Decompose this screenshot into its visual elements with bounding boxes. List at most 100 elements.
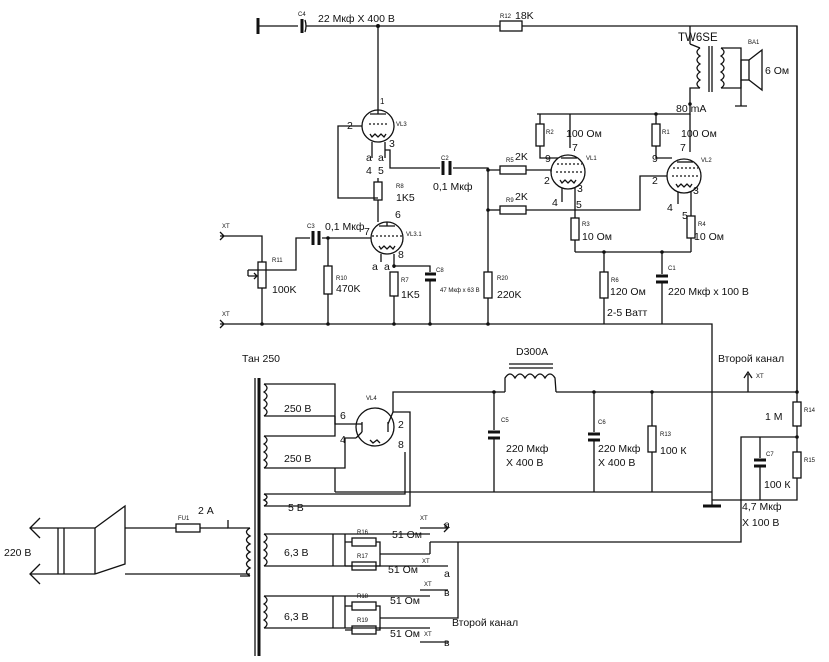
heater-xt-4: XT — [424, 632, 432, 638]
resistor-r4: R4 10 Ом — [686, 204, 724, 252]
top-rail: C4 22 Мкф Х 400 В R12 18K — [256, 10, 798, 392]
c6-value: 220 Мкф — [598, 443, 641, 455]
c7-ref: C7 — [766, 452, 774, 458]
second-channel-b-plus: Второй канал XT — [718, 353, 784, 392]
r11-value: 100K — [272, 284, 297, 296]
r2-value: 100 Ом — [566, 128, 602, 140]
c8-ref: C8 — [436, 268, 444, 274]
c8-value: 47 Мкф x 63 В — [440, 288, 480, 294]
vl2-pin-7: 7 — [680, 142, 686, 154]
r9-value: 2K — [515, 191, 528, 203]
r6-value: 120 Ом — [610, 286, 646, 298]
r19-ref: R19 — [357, 618, 369, 624]
secondary-windings: 250 В 250 В 5 В 6,3 В 6,3 В — [262, 383, 311, 629]
winding-5v: 5 В — [288, 502, 304, 514]
r12-ref: R12 — [500, 14, 512, 20]
output-transformer-label: TW6SE — [678, 32, 718, 44]
vl2-label: VL2 — [701, 158, 712, 164]
r6-ref: R6 — [611, 278, 619, 284]
power-transformer-label: Тан 250 — [242, 353, 280, 365]
r4-ref: R4 — [698, 222, 706, 228]
speaker-value: 6 Ом — [765, 65, 789, 77]
c2-value: 0,1 Мкф — [433, 181, 473, 193]
c6-voltage: Х 400 В — [598, 457, 635, 469]
tube-vl3-upper: 1 2 3 а а 4 5 VL3 — [347, 97, 407, 177]
vl2-pin-3: 3 — [693, 185, 699, 197]
c1-value: 220 Мкф х 100 В — [668, 286, 749, 298]
second-channel-xt: XT — [756, 374, 764, 380]
resistor-r8: R8 1K5 6 — [373, 178, 415, 222]
r14-value: 1 М — [765, 411, 783, 423]
c2-output-wire — [453, 167, 500, 171]
mains-plug: 220 В — [4, 504, 126, 585]
vl3-heater-a2: а — [378, 152, 384, 164]
cathode-r7-c8: R7 1K5 C8 47 Мкф x 63 В — [389, 262, 480, 324]
capacitor-c2 — [441, 161, 452, 175]
vl4-pin-2: 2 — [398, 419, 404, 431]
vl1-pin-5: 5 — [576, 199, 582, 211]
c1-ref: C1 — [668, 266, 676, 272]
second-channel-label-bottom: Второй канал — [452, 617, 518, 629]
heater-out-v-1: в — [444, 587, 450, 599]
r4-value: 10 Ом — [694, 231, 724, 243]
resistor-r1: R1 — [651, 114, 672, 159]
r16-ref: R16 — [357, 530, 369, 536]
heater-bias-wire — [430, 436, 797, 543]
vl2-pin-9: 9 — [652, 153, 658, 165]
resistor-r3: R3 10 Ом — [570, 202, 612, 252]
input-xt-top: XT — [222, 224, 230, 230]
vl4-label: VL4 — [366, 396, 377, 402]
hv-wire-1 — [264, 383, 355, 425]
r15-ref: R15 — [804, 458, 816, 464]
c3-value: 0,1 Мкф — [325, 221, 365, 233]
heater-out-a-2: а — [444, 568, 450, 580]
c6-ref: C6 — [598, 420, 606, 426]
vl31-pin-8: 8 — [398, 249, 404, 261]
capacitor-c7: C7 4,7 Мкф Х 100 В — [742, 437, 782, 529]
c4-value: 22 Мкф Х 400 В — [318, 13, 395, 25]
vl4-pin-6: 6 — [340, 410, 346, 422]
resistor-r5: R5 2K — [499, 151, 552, 175]
filament-5v-wire-2 — [264, 411, 411, 507]
heater-xt-1: XT — [420, 516, 428, 522]
vl1-pin-2: 2 — [544, 175, 550, 187]
r7-value: 1K5 — [401, 289, 420, 301]
resistor-r9: R9 2K — [488, 175, 667, 215]
plate-current: 80 mA — [676, 103, 706, 115]
vl2-pin-5: 5 — [682, 210, 688, 222]
heater-circuit-1: R16 51 Ом R17 51 Ом а XT а XT — [264, 516, 450, 580]
tube-vl2: 9 7 2 3 4 5 VL2 — [652, 142, 712, 222]
r2-ref: R2 — [546, 130, 554, 136]
heater-out-v-2: в — [444, 637, 450, 649]
winding-6v3-1: 6,3 В — [284, 547, 309, 559]
heater-xt-2: XT — [422, 559, 430, 565]
r15-value: 100 К — [764, 479, 791, 491]
r18-ref: R18 — [357, 594, 369, 600]
r3-value: 10 Ом — [582, 231, 612, 243]
r13-value: 100 К — [660, 445, 687, 457]
winding-250v-1: 250 В — [284, 403, 311, 415]
vl4-pin-8: 8 — [398, 439, 404, 451]
vl3-pin-3: 3 — [389, 138, 395, 150]
heater-xt-3: XT — [424, 582, 432, 588]
c4-ref: C4 — [298, 12, 306, 18]
r3-ref: R3 — [582, 222, 590, 228]
capacitor-c5: C5 220 Мкф Х 400 В — [488, 392, 549, 492]
input-xt-bottom: XT — [222, 312, 230, 318]
vl1-pin-7: 7 — [572, 142, 578, 154]
resistor-r6: R6 120 Ом 2-5 Ватт — [599, 252, 648, 324]
mains-voltage: 220 В — [4, 547, 31, 559]
resistor-r2: R2 — [535, 114, 558, 159]
r14-ref: R14 — [804, 408, 816, 414]
r19-value: 51 Ом — [390, 628, 420, 640]
r17-value: 51 Ом — [388, 564, 418, 576]
choke-d300a: D300A — [504, 346, 557, 393]
speaker-ba1: BA1 6 Ом — [740, 40, 789, 100]
second-channel-label-top: Второй канал — [718, 353, 784, 365]
output-transformer: TW6SE 80 mA — [676, 32, 747, 115]
vl1-pin-4: 4 — [552, 197, 558, 209]
vl1-pin-3: 3 — [577, 183, 583, 195]
vl3-label: VL3 — [396, 122, 407, 128]
c7-value: 4,7 Мкф — [742, 501, 782, 513]
